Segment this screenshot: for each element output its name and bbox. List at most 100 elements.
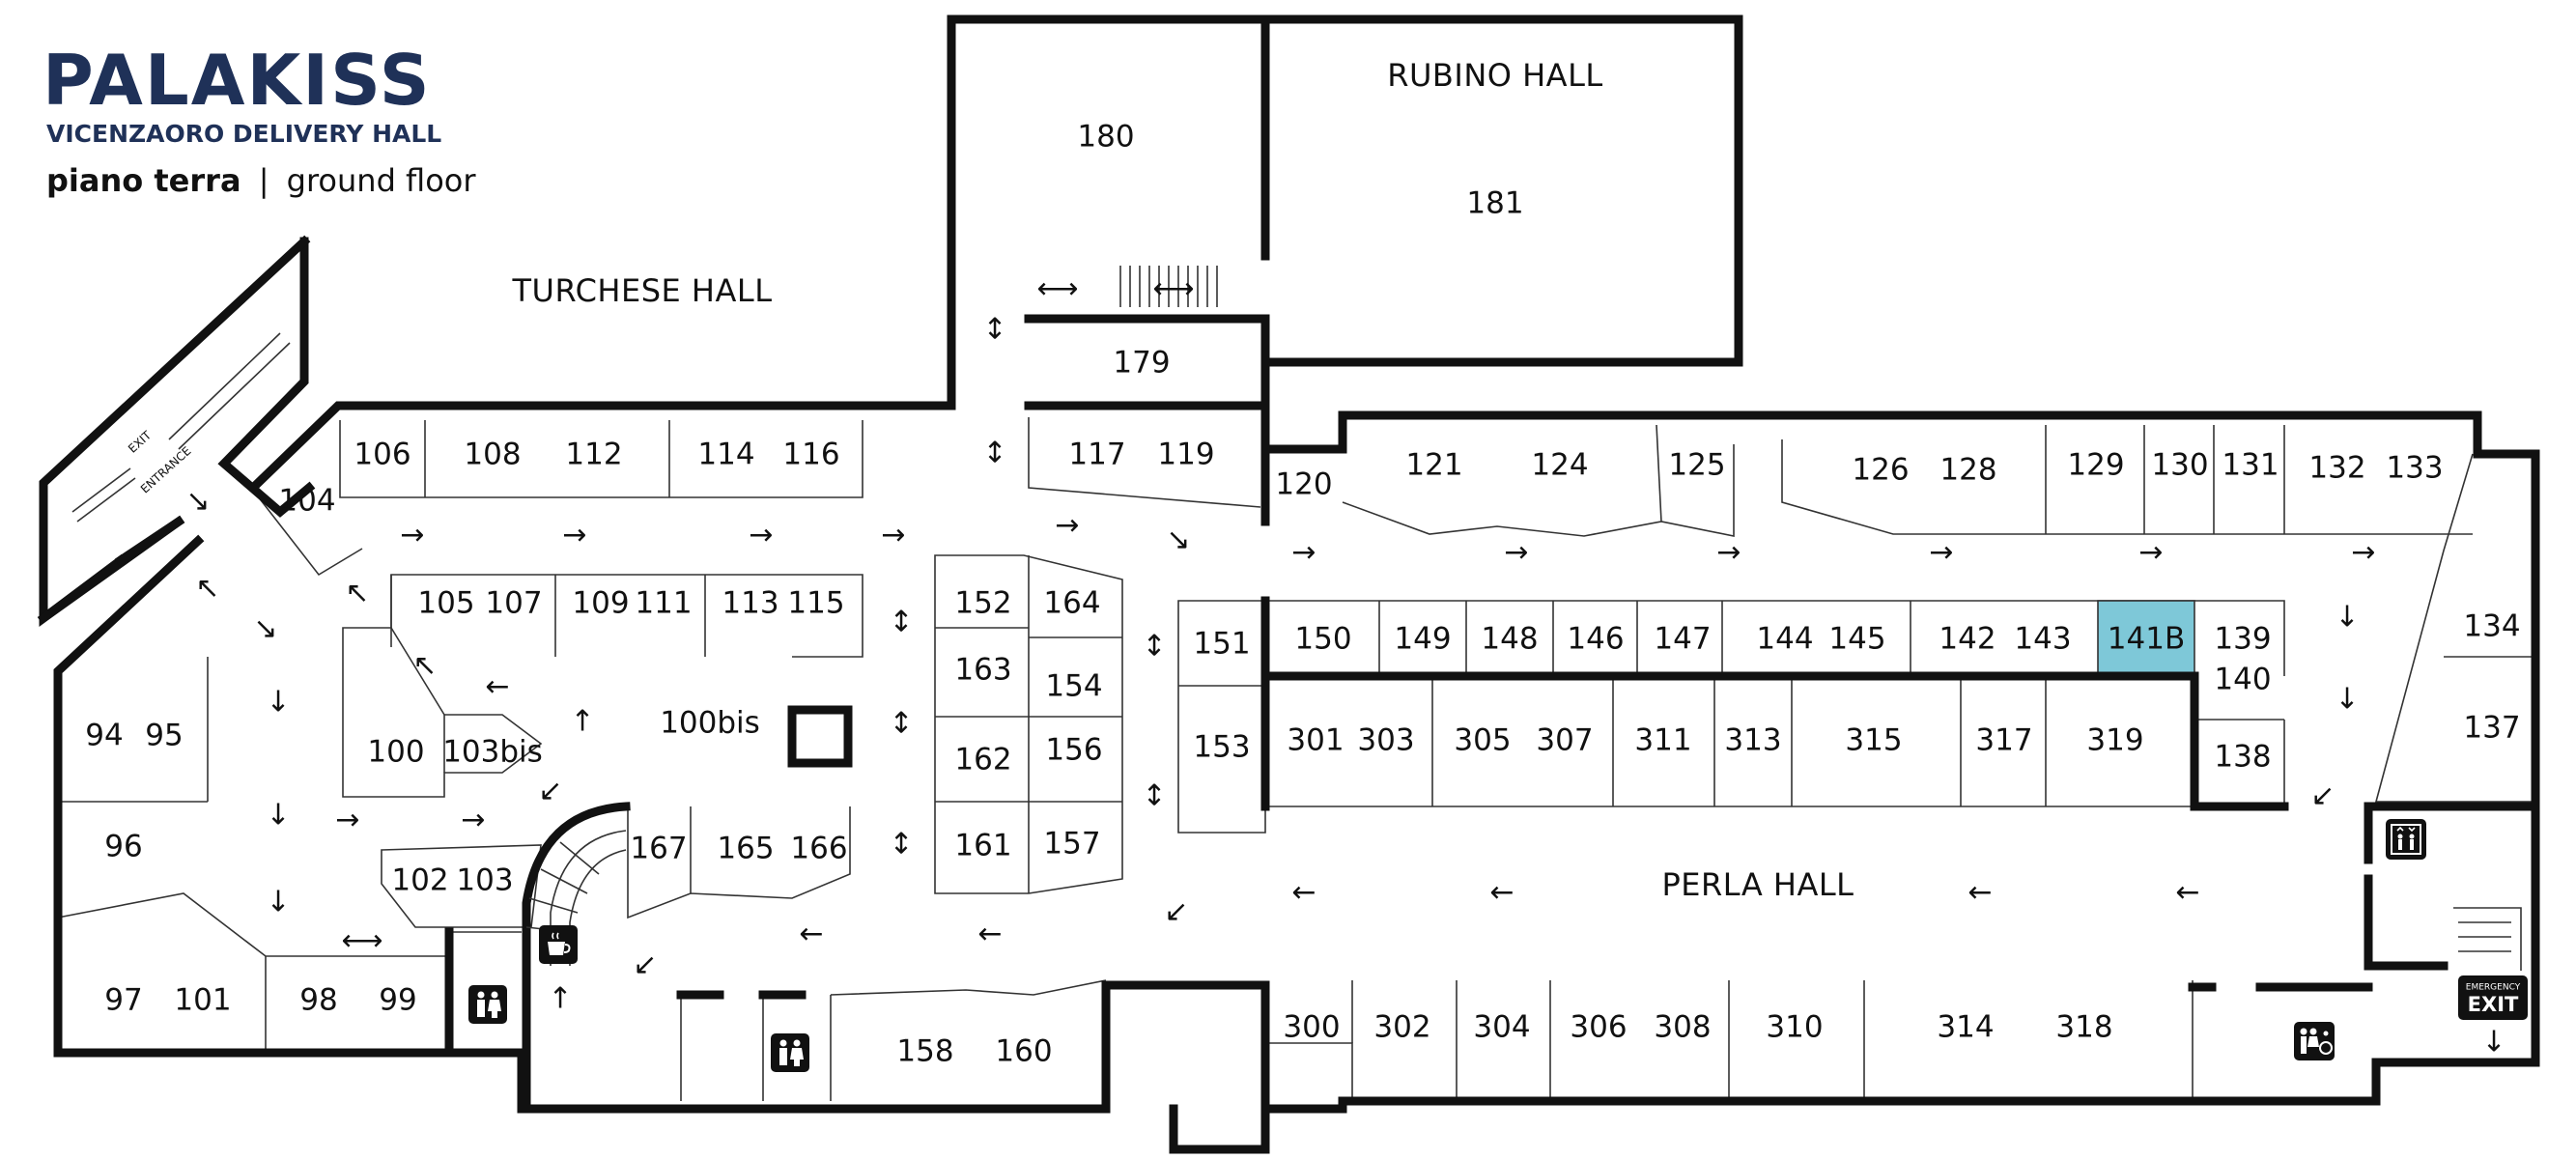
booth-109[interactable]: 109: [572, 586, 629, 621]
arrow-updown-icon: ↕: [889, 828, 913, 862]
booth-113[interactable]: 113: [722, 586, 778, 621]
arrow-updown-icon: ↕: [889, 606, 913, 639]
booth-114[interactable]: 114: [697, 438, 754, 472]
booth-163[interactable]: 163: [954, 653, 1011, 688]
booth-164[interactable]: 164: [1043, 586, 1100, 621]
booth-146[interactable]: 146: [1567, 622, 1624, 657]
booth-154[interactable]: 154: [1045, 669, 1102, 704]
booth-313[interactable]: 313: [1724, 723, 1781, 758]
booth-111[interactable]: 111: [635, 586, 692, 621]
exit-label: EXIT: [126, 428, 155, 456]
arrow-diag-up-left-icon: ↖: [412, 649, 437, 683]
booth-300[interactable]: 300: [1283, 1010, 1340, 1045]
booth-314[interactable]: 314: [1937, 1010, 1994, 1045]
arrow-right-icon: →: [881, 519, 905, 552]
booth-317[interactable]: 317: [1975, 723, 2032, 758]
booth-167[interactable]: 167: [630, 832, 687, 866]
booth-150[interactable]: 150: [1294, 622, 1351, 657]
booth-112[interactable]: 112: [565, 438, 622, 472]
booth-100[interactable]: 100: [367, 735, 424, 770]
arrow-left-icon: ←: [1291, 876, 1316, 910]
booth-101[interactable]: 101: [174, 983, 231, 1018]
booth-102[interactable]: 102: [391, 863, 448, 898]
booth-303[interactable]: 303: [1357, 723, 1414, 758]
booth-162[interactable]: 162: [954, 743, 1011, 777]
booth-166[interactable]: 166: [790, 832, 847, 866]
booth-98[interactable]: 98: [299, 983, 337, 1018]
booth-315[interactable]: 315: [1845, 723, 1902, 758]
booth-140[interactable]: 140: [2214, 663, 2271, 697]
booth-124[interactable]: 124: [1531, 448, 1588, 483]
booth-304[interactable]: 304: [1473, 1010, 1530, 1045]
booth-96[interactable]: 96: [104, 830, 142, 864]
booth-181[interactable]: 181: [1466, 186, 1523, 221]
booth-106[interactable]: 106: [354, 438, 410, 472]
booth-130[interactable]: 130: [2151, 448, 2208, 483]
booth-152[interactable]: 152: [954, 586, 1011, 621]
booth-302[interactable]: 302: [1373, 1010, 1430, 1045]
booth-104[interactable]: 104: [278, 484, 335, 519]
booth-145[interactable]: 145: [1828, 622, 1885, 657]
booth-308[interactable]: 308: [1654, 1010, 1711, 1045]
arrow-up-icon: ↑: [570, 705, 594, 739]
booth-148[interactable]: 148: [1481, 622, 1538, 657]
booth-120[interactable]: 120: [1275, 467, 1332, 502]
booth-144[interactable]: 144: [1756, 622, 1813, 657]
booth-94[interactable]: 94: [85, 719, 123, 753]
booth-103bis[interactable]: 103bis: [442, 735, 543, 770]
booth-116[interactable]: 116: [782, 438, 839, 472]
booth-138[interactable]: 138: [2214, 740, 2271, 775]
booth-99[interactable]: 99: [379, 983, 416, 1018]
emergency-exit-icon: EMERGENCY EXIT: [2458, 975, 2528, 1020]
booth-126[interactable]: 126: [1852, 453, 1909, 488]
booth-121[interactable]: 121: [1405, 448, 1462, 483]
booth-180[interactable]: 180: [1077, 120, 1134, 155]
booth-158[interactable]: 158: [896, 1034, 953, 1069]
booth-307[interactable]: 307: [1536, 723, 1593, 758]
booth-301[interactable]: 301: [1287, 723, 1344, 758]
booth-153[interactable]: 153: [1193, 730, 1250, 765]
booth-143[interactable]: 143: [2014, 622, 2071, 657]
arrow-down-icon: ↓: [2335, 683, 2359, 717]
booth-105[interactable]: 105: [417, 586, 474, 621]
booth-161[interactable]: 161: [954, 829, 1011, 863]
booth-157[interactable]: 157: [1043, 827, 1100, 862]
booth-160[interactable]: 160: [995, 1034, 1052, 1069]
booth-108[interactable]: 108: [464, 438, 521, 472]
booth-128[interactable]: 128: [1939, 453, 1996, 488]
booth-149[interactable]: 149: [1394, 622, 1451, 657]
hall-label-perla: PERLA HALL: [1662, 866, 1854, 903]
booth-139[interactable]: 139: [2214, 622, 2271, 657]
booth-141B-highlight[interactable]: [2097, 600, 2195, 677]
booth-319[interactable]: 319: [2086, 723, 2143, 758]
booth-147[interactable]: 147: [1654, 622, 1711, 657]
booth-95[interactable]: 95: [145, 719, 183, 753]
booth-115[interactable]: 115: [787, 586, 844, 621]
booth-97[interactable]: 97: [104, 983, 142, 1018]
booth-107[interactable]: 107: [485, 586, 542, 621]
booth-142[interactable]: 142: [1939, 622, 1996, 657]
booth-179[interactable]: 179: [1113, 346, 1170, 381]
booth-134[interactable]: 134: [2463, 609, 2520, 644]
booth-310[interactable]: 310: [1766, 1010, 1823, 1045]
booth-129[interactable]: 129: [2067, 448, 2124, 483]
booth-311[interactable]: 311: [1634, 723, 1691, 758]
booth-165[interactable]: 165: [717, 832, 774, 866]
booth-132[interactable]: 132: [2308, 451, 2365, 486]
booth-305[interactable]: 305: [1454, 723, 1511, 758]
booth-156[interactable]: 156: [1045, 733, 1102, 768]
booth-119[interactable]: 119: [1157, 438, 1214, 472]
booth-133[interactable]: 133: [2386, 451, 2443, 486]
booth-141B[interactable]: 141B: [2108, 622, 2185, 657]
booth-306[interactable]: 306: [1570, 1010, 1627, 1045]
floor-label-separator: |: [259, 162, 269, 199]
booth-labels: 180 181 179 106 108 112 114 116 117 119 …: [85, 120, 2520, 1069]
booth-103[interactable]: 103: [456, 863, 513, 898]
booth-151[interactable]: 151: [1193, 627, 1250, 662]
booth-100bis[interactable]: 100bis: [660, 706, 760, 741]
booth-131[interactable]: 131: [2222, 448, 2279, 483]
booth-137[interactable]: 137: [2463, 711, 2520, 746]
booth-125[interactable]: 125: [1668, 448, 1725, 483]
booth-117[interactable]: 117: [1068, 438, 1125, 472]
booth-318[interactable]: 318: [2055, 1010, 2112, 1045]
